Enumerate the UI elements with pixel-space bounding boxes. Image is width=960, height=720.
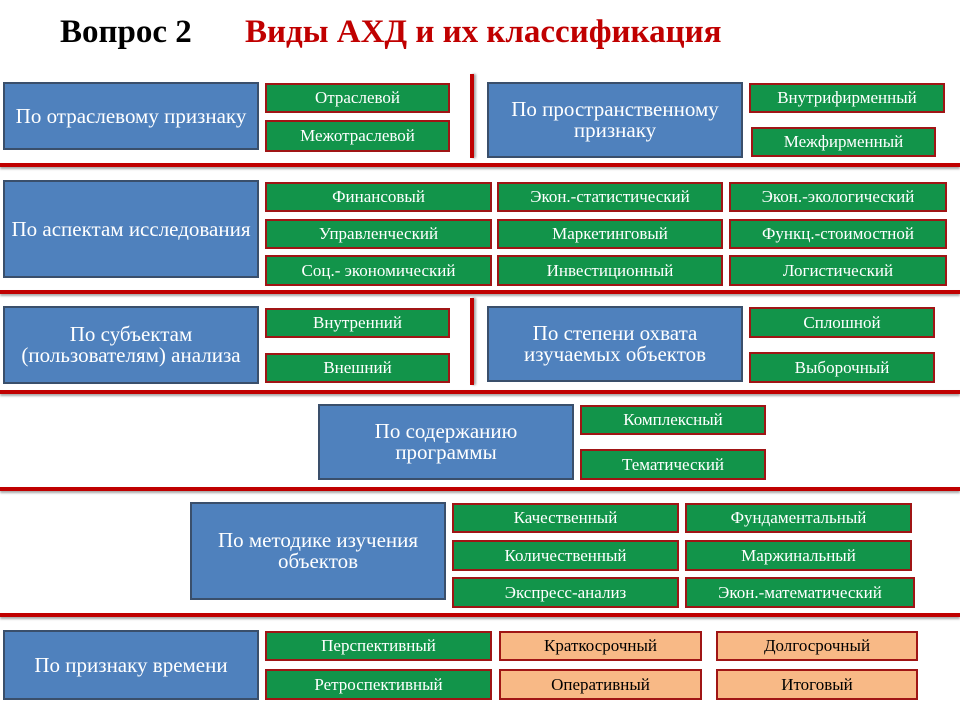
item-marginal: Маржинальный xyxy=(685,540,912,571)
item-operational: Оперативный xyxy=(499,669,702,700)
item-intrafirm: Внутрифирменный xyxy=(749,83,945,113)
item-external: Внешний xyxy=(265,353,450,383)
column-divider xyxy=(470,74,474,158)
question-number: Вопрос 2 xyxy=(60,14,192,50)
item-marketing: Маркетинговый xyxy=(497,219,723,249)
row-divider xyxy=(0,163,960,167)
row-divider xyxy=(0,487,960,491)
item-industry: Отраслевой xyxy=(265,83,450,113)
row-divider xyxy=(0,613,960,617)
item-continuous: Сплошной xyxy=(749,307,935,338)
item-express-analysis: Экспресс-анализ xyxy=(452,577,679,608)
category-content: По содержанию программы xyxy=(318,404,574,480)
item-interindustry: Межотраслевой xyxy=(265,120,450,152)
item-quantitative: Количественный xyxy=(452,540,679,571)
item-managerial: Управленческий xyxy=(265,219,492,249)
item-long-term: Долгосрочный xyxy=(716,631,918,661)
category-subjects: По субъектам (пользователям) анализа xyxy=(3,306,259,384)
item-investment: Инвестиционный xyxy=(497,255,723,286)
item-thematic: Тематический xyxy=(580,449,766,480)
category-method: По методике изучения объектов xyxy=(190,502,446,600)
column-divider xyxy=(470,298,474,385)
item-econ-statistical: Экон.-статистический xyxy=(497,182,723,212)
item-selective: Выборочный xyxy=(749,352,935,383)
category-time: По признаку времени xyxy=(3,630,259,700)
item-econ-ecological: Экон.-экологический xyxy=(729,182,947,212)
category-aspects: По аспектам исследования xyxy=(3,180,259,278)
item-socio-economic: Соц.- экономический xyxy=(265,255,492,286)
slide-title: Виды АХД и их классификация xyxy=(245,14,722,50)
item-econ-mathematical: Экон.-математический xyxy=(685,577,915,608)
row-divider xyxy=(0,290,960,294)
category-coverage: По степени охвата изучаемых объектов xyxy=(487,306,743,382)
item-perspective: Перспективный xyxy=(265,631,492,661)
row-divider xyxy=(0,390,960,394)
category-industry: По отраслевому признаку xyxy=(3,82,259,150)
item-short-term: Краткосрочный xyxy=(499,631,702,661)
item-financial: Финансовый xyxy=(265,182,492,212)
item-fundamental: Фундаментальный xyxy=(685,503,912,533)
item-comprehensive: Комплексный xyxy=(580,405,766,435)
item-interfirm: Межфирменный xyxy=(751,127,936,157)
category-spatial: По пространственному признаку xyxy=(487,82,743,158)
item-functional-cost: Функц.-стоимостной xyxy=(729,219,947,249)
item-qualitative: Качественный xyxy=(452,503,679,533)
item-retrospective: Ретроспективный xyxy=(265,669,492,700)
item-logistic: Логистический xyxy=(729,255,947,286)
item-internal: Внутренний xyxy=(265,308,450,338)
item-final: Итоговый xyxy=(716,669,918,700)
